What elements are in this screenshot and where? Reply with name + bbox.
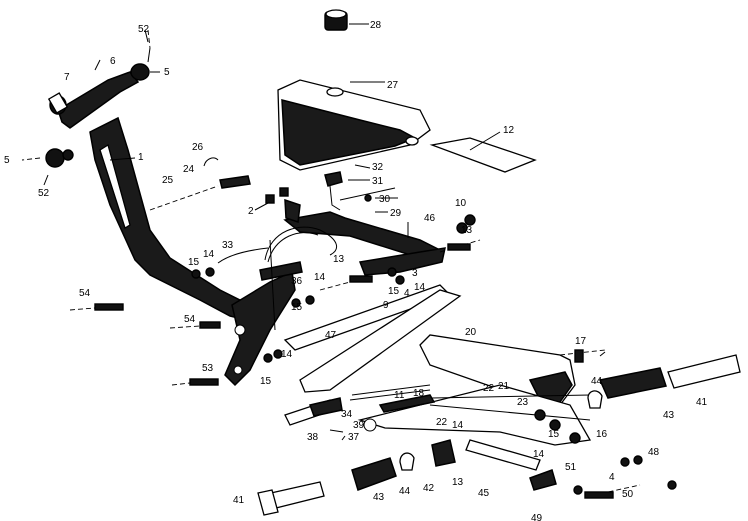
callout-14: 14 [203, 249, 215, 260]
footrest-plate [349, 384, 592, 471]
callout-34: 34 [341, 409, 353, 420]
callout-1: 1 [138, 152, 144, 163]
callout-13: 13 [452, 477, 464, 488]
callout-17: 17 [575, 336, 587, 347]
callout-10: 10 [455, 198, 467, 209]
callout-15: 15 [388, 286, 400, 297]
callout-51: 51 [565, 462, 577, 473]
callout-labels: 28 52 6 7 5 27 12 1 26 24 25 5 52 32 31 … [4, 20, 708, 521]
callout-15: 15 [260, 376, 272, 387]
callout-41: 41 [233, 495, 245, 506]
callout-9: 9 [383, 300, 389, 311]
callout-12: 12 [503, 125, 515, 136]
callout-52: 52 [38, 188, 50, 199]
callout-2: 2 [248, 206, 254, 217]
callout-24: 24 [183, 164, 195, 175]
callout-45: 45 [478, 488, 490, 499]
callout-14: 14 [414, 282, 426, 293]
callout-54: 54 [184, 314, 196, 325]
callout-14: 14 [314, 272, 326, 283]
callout-37: 37 [348, 432, 360, 443]
callout-50: 50 [622, 489, 634, 500]
callout-41: 41 [696, 397, 708, 408]
filler-cap [324, 9, 348, 31]
fuel-tank [277, 79, 431, 171]
callout-3: 3 [412, 268, 418, 279]
callout-6: 6 [110, 56, 116, 67]
callout-54: 54 [79, 288, 91, 299]
callout-44: 44 [399, 486, 411, 497]
callout-4: 4 [404, 288, 410, 299]
callout-4: 4 [609, 472, 615, 483]
callout-47: 47 [325, 330, 337, 341]
seat-subframe [264, 198, 446, 276]
callout-22: 22 [436, 417, 448, 428]
callout-5: 5 [4, 155, 10, 166]
callout-13: 13 [333, 254, 345, 265]
callout-30: 30 [379, 194, 391, 205]
callout-43: 43 [663, 410, 675, 421]
callout-22: 22 [483, 383, 495, 394]
seat [419, 334, 606, 406]
callout-32: 32 [372, 162, 384, 173]
callout-33: 33 [222, 240, 234, 251]
callout-13: 13 [461, 225, 473, 236]
callout-44: 44 [591, 376, 603, 387]
callout-21: 21 [498, 381, 510, 392]
callout-48: 48 [648, 447, 660, 458]
callout-42: 42 [423, 483, 435, 494]
callout-5: 5 [164, 67, 170, 78]
leader-lines [43, 23, 606, 441]
callout-11: 11 [394, 390, 405, 401]
bolts-lower [529, 455, 677, 499]
footrest-rubbers [257, 354, 741, 516]
tank-pad [429, 137, 537, 173]
callout-36: 36 [291, 276, 303, 287]
callout-20: 20 [465, 327, 477, 338]
callout-15: 15 [188, 257, 200, 268]
fuel-tap-parts [149, 157, 396, 264]
callout-14: 14 [452, 420, 464, 431]
callout-16: 16 [596, 429, 608, 440]
callout-27: 27 [387, 80, 399, 91]
bolts-right [319, 214, 481, 291]
callout-15: 15 [548, 429, 560, 440]
callout-39: 39 [353, 420, 365, 431]
handlebar-assembly [21, 29, 151, 168]
callout-7: 7 [64, 72, 70, 83]
callout-43: 43 [373, 492, 385, 503]
callout-23: 23 [517, 397, 529, 408]
chain-guards [283, 284, 462, 393]
main-frame [89, 116, 303, 387]
callout-31: 31 [372, 176, 384, 187]
callout-53: 53 [202, 363, 214, 374]
callout-38: 38 [307, 432, 319, 443]
callout-26: 26 [192, 142, 204, 153]
callout-28: 28 [370, 20, 382, 31]
callout-46: 46 [424, 213, 436, 224]
callout-18: 18 [413, 388, 425, 399]
callout-29: 29 [390, 208, 402, 219]
callout-14: 14 [281, 349, 293, 360]
callout-25: 25 [162, 175, 174, 186]
callout-52: 52 [138, 24, 150, 35]
callout-15: 15 [291, 302, 303, 313]
callout-14: 14 [533, 449, 545, 460]
callout-49: 49 [531, 513, 543, 521]
bolts-left [69, 267, 315, 386]
